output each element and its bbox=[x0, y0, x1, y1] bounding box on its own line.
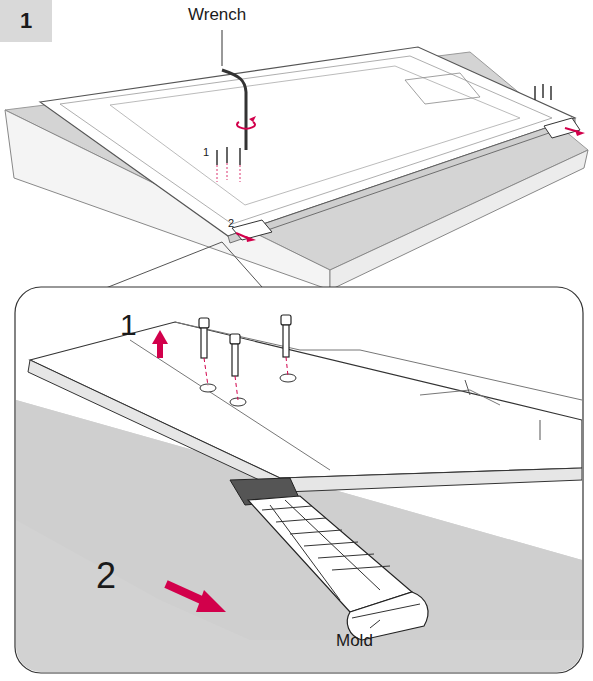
zoom-frame bbox=[15, 287, 583, 673]
callout-number: 1 bbox=[203, 146, 209, 158]
rotate-arrowhead bbox=[249, 116, 256, 122]
leader-line bbox=[222, 30, 223, 66]
rotate-arrow bbox=[237, 122, 255, 129]
tv-panel-line bbox=[110, 66, 520, 205]
part-label: Wrench bbox=[188, 6, 246, 25]
screws bbox=[535, 84, 551, 100]
screws bbox=[217, 147, 240, 165]
callout-number: 2 bbox=[96, 556, 116, 596]
mold bbox=[544, 118, 580, 138]
wrench bbox=[222, 70, 246, 150]
zoom-line bbox=[222, 242, 262, 287]
tv-terminal-cover bbox=[405, 73, 480, 104]
leader-line bbox=[370, 620, 380, 628]
callout-number: 1 bbox=[120, 308, 137, 341]
step-number: 1 bbox=[20, 9, 32, 33]
tv-panel-line bbox=[60, 56, 552, 224]
pull-arrows bbox=[236, 128, 585, 242]
screw-guides bbox=[217, 163, 240, 182]
zoom-illustration bbox=[16, 315, 582, 672]
part-label: Mold bbox=[336, 632, 373, 651]
step-box: 1 bbox=[0, 0, 52, 42]
mold bbox=[232, 220, 272, 240]
tv-back bbox=[40, 47, 575, 236]
callout-number: 2 bbox=[228, 217, 234, 229]
tv-edge bbox=[228, 118, 575, 243]
